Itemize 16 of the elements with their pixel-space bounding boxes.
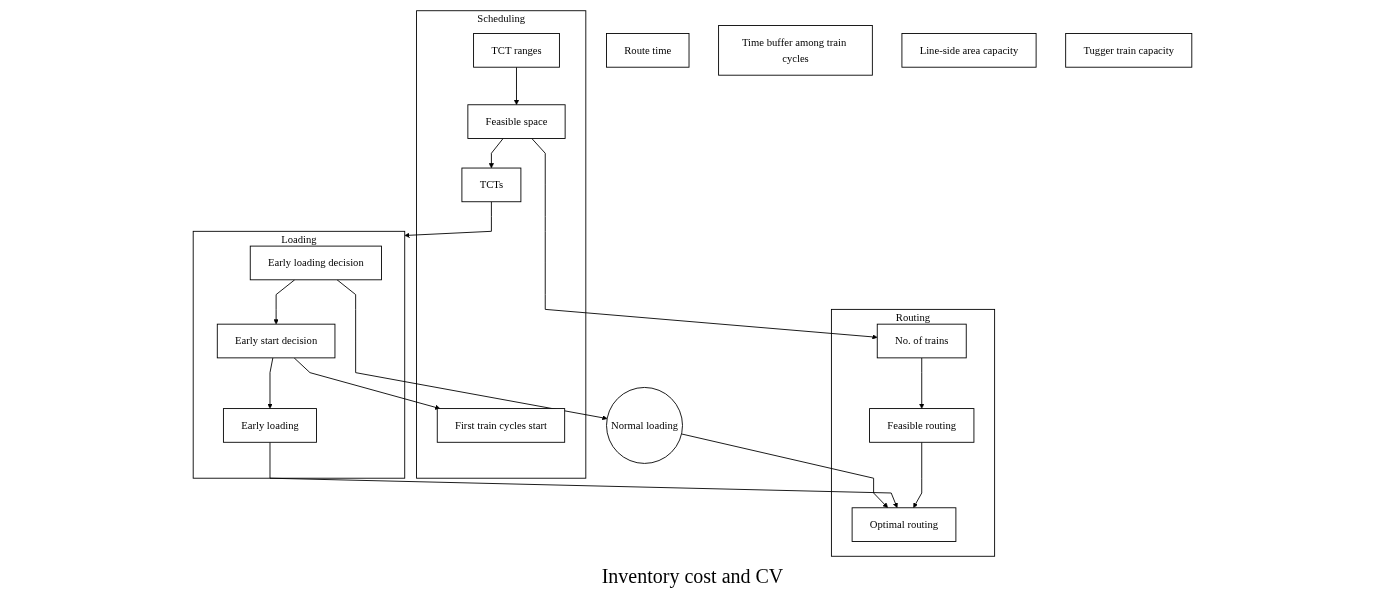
node-box: First train cycles start [436,408,566,443]
node-box: Feasible space [467,104,566,139]
node-box: Tugger train capacity [1065,33,1193,68]
node-box: Route time [606,33,690,68]
note-text: Inventory cost and CV [601,565,784,587]
node-box: Time buffer among train cycles [718,25,873,76]
node-box: No. of trains [876,323,967,359]
node-box: Early start decision [216,323,336,359]
node-box: TCT ranges [473,33,560,68]
node-box: Optimal routing [851,507,957,542]
node-box: Feasible routing [869,408,975,443]
node-box: Early loading [222,408,317,443]
node-box: Line-side area capacity [901,33,1037,68]
node-circle: Normal loading [606,387,683,464]
node-box: TCTs [461,167,522,203]
node-box: Early loading decision [249,245,382,281]
